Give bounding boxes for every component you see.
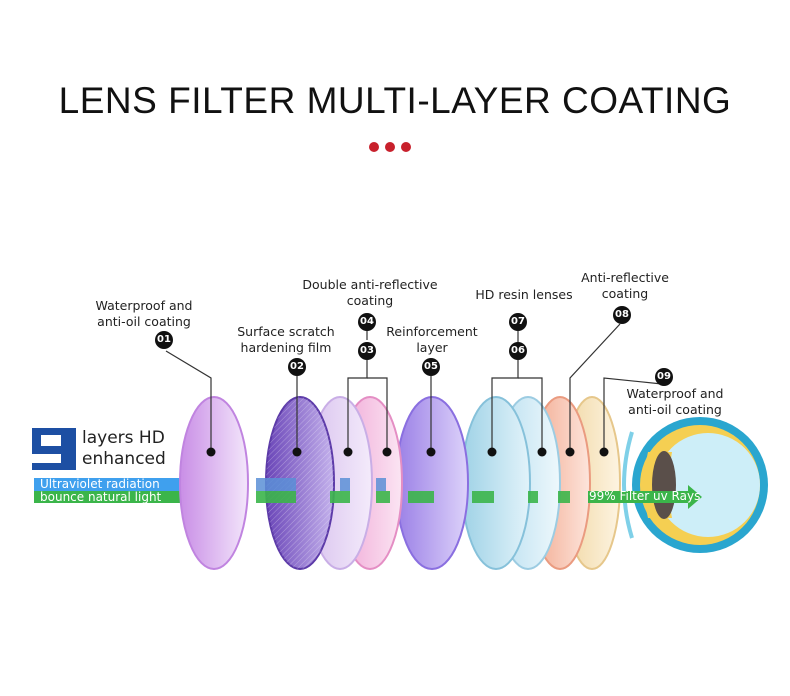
light-bar-segment bbox=[408, 491, 434, 503]
layer-label-06-07: HD resin lenses bbox=[475, 287, 573, 302]
layer-label-02: Surface scratch hardening film bbox=[237, 324, 335, 355]
layer-label-09: Waterproof and anti-oil coating bbox=[626, 386, 724, 417]
callout-dot bbox=[426, 447, 436, 457]
callout-dots bbox=[206, 447, 609, 457]
callout-dot bbox=[382, 447, 392, 457]
lens-02 bbox=[265, 396, 335, 570]
callout-dot bbox=[487, 447, 497, 457]
light-bar-segment bbox=[472, 491, 494, 503]
light-bar-segment bbox=[558, 491, 570, 503]
divider-dot bbox=[369, 142, 379, 152]
callout-dot bbox=[343, 447, 353, 457]
uv-bar-segment bbox=[376, 478, 386, 491]
light-bar-segment bbox=[256, 491, 296, 503]
filter-arrow bbox=[588, 485, 702, 509]
layer-badge-01: 01 bbox=[155, 331, 173, 349]
layer-label-01: Waterproof and anti-oil coating bbox=[95, 298, 193, 329]
layer-label-08: Anti-reflective coating bbox=[581, 270, 669, 301]
legend-line-2: enhanced bbox=[82, 449, 166, 469]
legend-line-1: layers HD bbox=[82, 428, 165, 448]
layer-badge-03: 03 bbox=[358, 342, 376, 360]
light-bar-segment bbox=[330, 491, 350, 503]
layer-badge-05: 05 bbox=[422, 358, 440, 376]
light-bar-label: bounce natural light bbox=[40, 490, 162, 504]
layer-badge-09: 09 bbox=[655, 368, 673, 386]
layer-label-05: Reinforcement layer bbox=[386, 324, 478, 355]
layer-label-03-04: Double anti-reflective coating bbox=[302, 277, 438, 308]
uv-bar bbox=[34, 478, 214, 491]
callout-dot bbox=[292, 447, 302, 457]
lens-01 bbox=[179, 396, 249, 570]
divider-dot bbox=[401, 142, 411, 152]
callout-dot bbox=[599, 447, 609, 457]
light-bar-segment bbox=[528, 491, 538, 503]
callout-lines bbox=[165, 323, 663, 452]
layer-badge-07: 07 bbox=[509, 313, 527, 331]
lens-06 bbox=[461, 396, 531, 570]
divider-dot bbox=[385, 142, 395, 152]
layer-badge-06: 06 bbox=[509, 342, 527, 360]
layer-badge-02: 02 bbox=[288, 358, 306, 376]
light-bar-segment bbox=[376, 491, 390, 503]
callout-dot bbox=[565, 447, 575, 457]
light-bar bbox=[34, 491, 214, 503]
page-title: LENS FILTER MULTI-LAYER COATING bbox=[58, 80, 732, 121]
lens-05 bbox=[395, 396, 469, 570]
callout-dot bbox=[206, 447, 216, 457]
callout-dot bbox=[537, 447, 547, 457]
uv-bar-segment bbox=[340, 478, 350, 491]
uv-bar-label: Ultraviolet radiation bbox=[40, 477, 160, 491]
eye-illustration bbox=[622, 417, 768, 553]
nine-logo-icon bbox=[32, 428, 76, 470]
layer-badge-04: 04 bbox=[358, 313, 376, 331]
title-divider-dots bbox=[369, 142, 421, 154]
filter-text: 99% Filter uv Rays bbox=[589, 489, 701, 503]
uv-bar-segment bbox=[256, 478, 296, 491]
layer-badge-08: 08 bbox=[613, 306, 631, 324]
